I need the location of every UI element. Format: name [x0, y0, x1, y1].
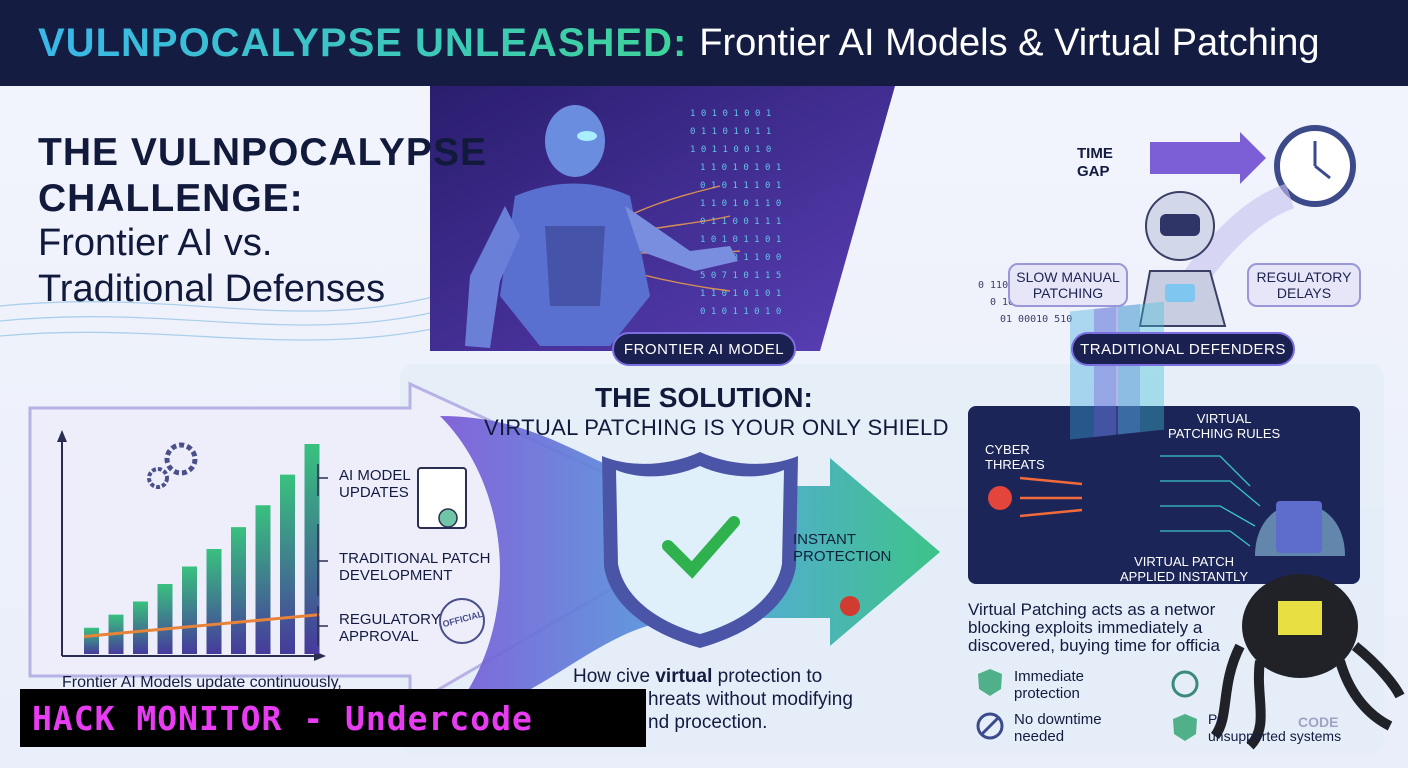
- chart-bar: [280, 474, 295, 654]
- regulatory-delays-box: REGULATORY DELAYS: [1247, 263, 1361, 307]
- title-rest: Frontier AI Models & Virtual Patching: [699, 21, 1320, 64]
- svg-text:1 1 0 1 0 1 1 0: 1 1 0 1 0 1 1 0: [700, 199, 781, 209]
- patch-desc-line-3: discovered, buying time for officia: [968, 636, 1220, 655]
- svg-text:1 1 0 1 0 1 0 1: 1 1 0 1 0 1 0 1: [700, 289, 781, 299]
- chart-bar: [133, 601, 148, 654]
- feature-no-downtime: No downtime needed: [1014, 711, 1102, 745]
- svg-text:0 1 1 0 0 1 1 1: 0 1 1 0 0 1 1 1: [700, 217, 781, 227]
- gear-icon: [164, 442, 198, 476]
- svg-text:0 1 0 1 1 0 1 0: 0 1 0 1 1 0 1 0: [700, 307, 781, 317]
- svg-text:1 0 1 0 1 1 0 1: 1 0 1 0 1 1 0 1: [700, 235, 781, 245]
- ai-robot-icon: [465, 105, 738, 348]
- slow-patching-box: SLOW MANUAL PATCHING: [1008, 263, 1128, 307]
- arrow-icon: [1150, 132, 1266, 184]
- tired-robot-icon: [1138, 191, 1227, 327]
- challenge-line-3: Frontier AI vs.: [38, 222, 273, 264]
- chart-label-regulatory: REGULATORY APPROVAL: [339, 611, 441, 645]
- time-gap-label: TIME GAP: [1077, 145, 1113, 180]
- instant-protection-label: INSTANT PROTECTION: [793, 531, 892, 565]
- watermark-text: CODE: [1298, 714, 1339, 730]
- chart-bar: [182, 566, 197, 654]
- challenge-line-1: THE VULNPOCALYPSE: [38, 131, 487, 174]
- shield-check-icon: [1173, 714, 1197, 741]
- patch-desc-line-1: Virtual Patching acts as a networ: [968, 600, 1216, 619]
- svg-text:1 1 0 1 0 1 0 1: 1 1 0 1 0 1 0 1: [700, 163, 781, 173]
- svg-text:5 0 7 1 0 1 1 5: 5 0 7 1 0 1 1 5: [700, 271, 781, 281]
- solution-subtitle: VIRTUAL PATCHING IS YOUR ONLY SHIELD: [484, 415, 949, 440]
- hack-monitor-banner: HACK MONITOR - Undercode: [20, 689, 646, 747]
- patch-desc-line-2: blocking exploits immediately a: [968, 618, 1203, 637]
- chart-caption: Frontier AI Models update continuously,: [62, 674, 342, 691]
- header-bar: VULNPOCALYPSE UNLEASHED: Frontier AI Mod…: [0, 0, 1408, 86]
- clock-icon: [1171, 670, 1199, 698]
- svg-text:01 00010 510: 01 00010 510: [1000, 314, 1072, 325]
- chart-label-patch-dev: TRADITIONAL PATCH DEVELOPMENT: [339, 550, 491, 584]
- solution-desc-line-1: How cive virtual protection to: [573, 666, 822, 688]
- background-art: 1 0 1 0 1 0 0 1 0 1 1 0 1 0 1 1 1 0 1 1 0 …: [0, 86, 1405, 754]
- solution-title: THE SOLUTION:: [595, 382, 813, 413]
- stamp-icon: [439, 598, 485, 644]
- bug-icon: [840, 596, 860, 616]
- no-downtime-icon: [976, 712, 1004, 740]
- gear-icon: [147, 467, 169, 489]
- challenge-line-2: CHALLENGE:: [38, 177, 304, 220]
- svg-text:0 1 1 0 1 1 0 0: 0 1 1 0 1 1 0 0: [700, 253, 781, 263]
- chart-bar: [255, 505, 271, 654]
- chart-bar: [84, 627, 99, 654]
- solution-desc-line-3: nd procection.: [648, 712, 768, 733]
- chart-label-ai-updates: AI MODEL UPDATES: [339, 467, 411, 501]
- chart-bar: [206, 549, 222, 654]
- desc-after: protection to: [712, 666, 823, 687]
- shield-check-icon: [978, 669, 1002, 696]
- cyber-threats-label: CYBER THREATS: [985, 442, 1045, 472]
- trend-line: [83, 613, 320, 638]
- traditional-defenders-label: TRADITIONAL DEFENDERS: [1071, 332, 1295, 366]
- desc-bold: virtual: [655, 666, 713, 687]
- challenge-line-4: Traditional Defenses: [38, 268, 386, 310]
- svg-text:1 0 1 1 0 0 1 0: 1 0 1 1 0 0 1 0: [690, 145, 771, 155]
- feature-immediate: Immediate protection: [1014, 668, 1085, 702]
- frontier-ai-label: FRONTIER AI MODEL: [612, 332, 796, 366]
- patching-rules-label: VIRTUAL PATCHING RULES: [1168, 411, 1281, 441]
- desc-before: How cive: [573, 666, 656, 687]
- feature-unsupported: Pr unsupported systems: [1208, 711, 1342, 744]
- server-icon: [1276, 501, 1322, 553]
- solution-desc-line-2: hreats without modifying: [648, 689, 853, 710]
- chart-bar: [231, 527, 246, 654]
- virus-icon: [988, 486, 1012, 510]
- patch-applied-label: VIRTUAL PATCH APPLIED INSTANTLY: [1120, 554, 1249, 584]
- svg-text:0 1 0 1 1 1 0 1: 0 1 0 1 1 1 0 1: [700, 181, 781, 191]
- octopus-mascot-icon: [1210, 574, 1405, 750]
- title-highlight: VULNPOCALYPSE UNLEASHED:: [38, 20, 688, 65]
- chart-bar: [304, 444, 320, 654]
- svg-text:1 0 1 0 1 0 0 1: 1 0 1 0 1 0 0 1: [690, 109, 771, 119]
- shield-icon: [602, 452, 798, 648]
- svg-text:0 1 1 0 1 0 1 1: 0 1 1 0 1 0 1 1: [690, 127, 771, 137]
- chart-bar: [157, 584, 173, 654]
